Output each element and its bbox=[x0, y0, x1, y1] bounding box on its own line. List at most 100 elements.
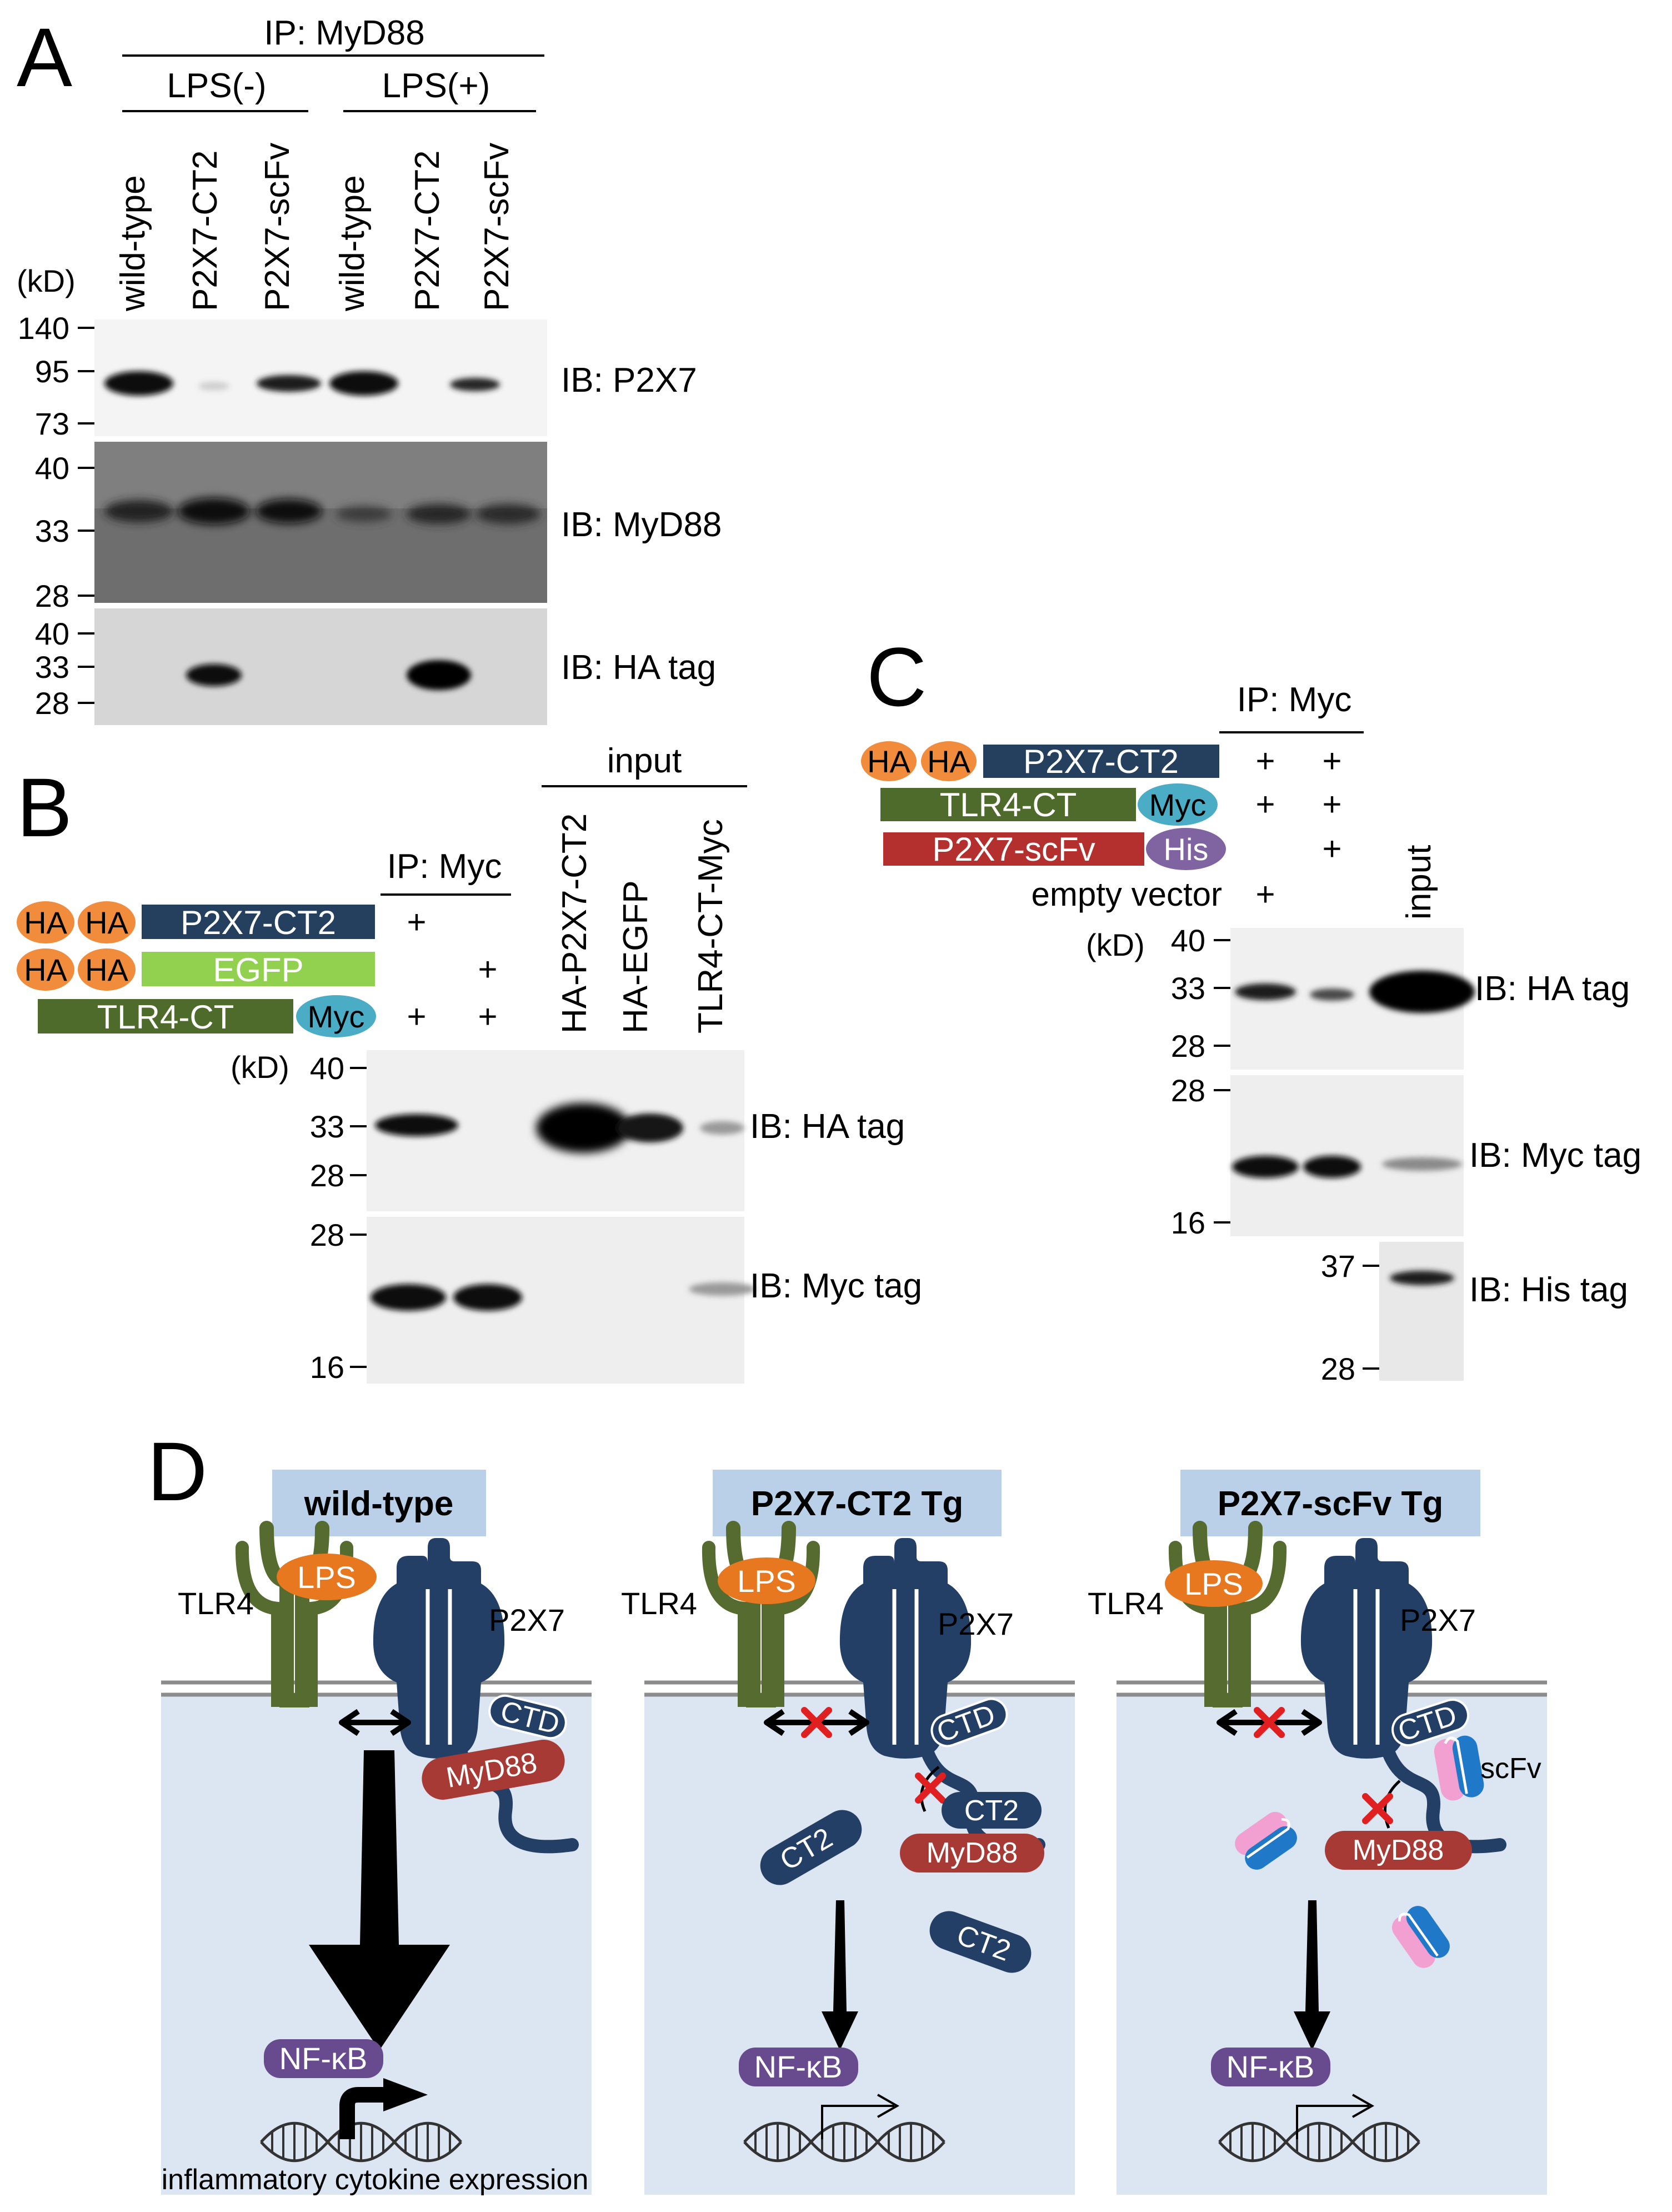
tlr4-receptor bbox=[709, 1528, 813, 1700]
ct2-fragment bbox=[942, 1792, 1042, 1829]
b-construct-label: EGFP bbox=[213, 951, 303, 988]
transcription-arrowhead-thin bbox=[877, 2094, 900, 2118]
ha-tag bbox=[17, 948, 74, 991]
ct2-fragment bbox=[929, 1911, 1032, 1973]
a-lane-label: wild-type bbox=[333, 175, 372, 312]
a-marker: 40 bbox=[35, 451, 69, 486]
nfkb-protein bbox=[739, 2048, 858, 2086]
c-kd: (kD) bbox=[1086, 927, 1145, 962]
c-blot-his bbox=[1379, 1242, 1464, 1381]
b-construct-label: TLR4-CT bbox=[97, 998, 234, 1036]
myd88-protein bbox=[1325, 1831, 1472, 1870]
b-plus: + bbox=[478, 951, 497, 988]
c-empty-vector: empty vector bbox=[1032, 876, 1222, 913]
nfkb-label: NF-κB bbox=[1227, 2049, 1315, 2084]
nfkb-label: NF-κB bbox=[279, 2041, 368, 2076]
band bbox=[371, 1284, 446, 1311]
band bbox=[453, 1284, 522, 1311]
c-input-label: input bbox=[1400, 845, 1438, 920]
myc-tag-label: Myc bbox=[308, 999, 365, 1034]
b-plus: + bbox=[478, 998, 497, 1035]
a-lane-label: wild-type bbox=[114, 175, 152, 312]
b-marker: 28 bbox=[310, 1217, 344, 1252]
band bbox=[407, 660, 471, 690]
band bbox=[617, 1114, 683, 1142]
nfkb-protein bbox=[264, 2039, 383, 2078]
a-blot-ha bbox=[94, 608, 547, 725]
c-construct-label: TLR4-CT bbox=[940, 786, 1077, 823]
b-input-label: input bbox=[607, 742, 682, 780]
panel-b: input IP: Myc HA-P2X7-CT2 HA-EGFP TLR4-C… bbox=[17, 742, 922, 1385]
b-construct-tlr4ct bbox=[38, 999, 293, 1033]
myd88-protein bbox=[422, 1740, 565, 1800]
b-lane-label: HA-P2X7-CT2 bbox=[555, 813, 594, 1033]
b-lane-label: HA-EGFP bbox=[617, 880, 655, 1033]
ha-tag-label: HA bbox=[85, 905, 128, 940]
band bbox=[104, 371, 173, 396]
d-title: P2X7-scFv Tg bbox=[1218, 1485, 1444, 1523]
b-plus: + bbox=[407, 998, 426, 1035]
panel-d: wild-type P2X7-CT2 Tg P2X7-scFv Tg TLR4 … bbox=[161, 1470, 1547, 2196]
b-ib-label: IB: Myc tag bbox=[750, 1267, 922, 1305]
a-marker: 33 bbox=[35, 513, 69, 548]
b-construct-label: P2X7-CT2 bbox=[181, 904, 336, 941]
c-ib-label: IB: His tag bbox=[1469, 1271, 1628, 1309]
d-title: P2X7-CT2 Tg bbox=[751, 1485, 963, 1523]
ha-tag-label: HA bbox=[85, 952, 128, 987]
band bbox=[198, 382, 229, 391]
d-tlr4-label: TLR4 bbox=[621, 1586, 697, 1621]
band bbox=[450, 378, 500, 391]
transcription-arrow-large bbox=[339, 2087, 389, 2139]
a-lps-pos: LPS(+) bbox=[382, 67, 490, 105]
ct2-label: CT2 bbox=[964, 1795, 1019, 1827]
signal-arrow-large bbox=[309, 1750, 450, 2050]
transcription-arrowhead bbox=[383, 2078, 428, 2111]
d-tlr4-label: TLR4 bbox=[178, 1586, 254, 1621]
ct2-fragment bbox=[760, 1810, 862, 1885]
c-marker: 28 bbox=[1321, 1351, 1355, 1386]
myc-tag bbox=[1138, 783, 1218, 826]
c-marker: 40 bbox=[1171, 923, 1205, 958]
band bbox=[1382, 1157, 1462, 1171]
lps-label: LPS bbox=[737, 1564, 796, 1599]
a-ip-label: IP: MyD88 bbox=[264, 14, 424, 52]
c-construct-scfv bbox=[883, 832, 1144, 866]
band bbox=[407, 504, 471, 524]
band bbox=[1369, 971, 1475, 1013]
b-marker: 28 bbox=[310, 1158, 344, 1193]
a-lane-label: P2X7-CT2 bbox=[186, 151, 224, 311]
b-lane-label: TLR4-CT-Myc bbox=[692, 819, 730, 1033]
lps-molecule bbox=[1165, 1560, 1263, 1607]
b-marker: 40 bbox=[310, 1051, 344, 1086]
d-p2x7-label: P2X7 bbox=[938, 1606, 1014, 1641]
a-markers bbox=[78, 327, 94, 704]
a-blot-myd88-haze bbox=[94, 442, 547, 508]
ctd-domain bbox=[488, 1694, 567, 1740]
a-ib-label: IB: HA tag bbox=[561, 648, 716, 687]
d-p2x7-label: P2X7 bbox=[489, 1602, 565, 1637]
ctd-domain bbox=[930, 1697, 1008, 1747]
myc-tag-label: Myc bbox=[1149, 787, 1207, 822]
band bbox=[700, 1121, 744, 1135]
transcription-arrow-thin bbox=[821, 2105, 894, 2139]
band bbox=[1310, 988, 1354, 1001]
c-marker: 28 bbox=[1171, 1028, 1205, 1063]
c-ib-label: IB: Myc tag bbox=[1469, 1136, 1641, 1175]
d-title-box bbox=[272, 1470, 486, 1536]
band bbox=[256, 499, 322, 523]
myd88-label: MyD88 bbox=[1353, 1834, 1444, 1866]
panel-label-d: D bbox=[147, 1425, 207, 1518]
nfkb-protein bbox=[1211, 2048, 1330, 2086]
nfkb-label: NF-κB bbox=[754, 2049, 843, 2084]
c-marker: 16 bbox=[1171, 1205, 1205, 1240]
d-title-box bbox=[713, 1470, 1002, 1536]
c-markers bbox=[1214, 939, 1379, 1370]
d-membranes bbox=[161, 1680, 1547, 1697]
band bbox=[257, 375, 321, 392]
ha-tag-label: HA bbox=[24, 952, 67, 987]
band bbox=[476, 504, 540, 524]
blocked-binding bbox=[920, 1766, 940, 1812]
c-blot-myc bbox=[1230, 1075, 1464, 1236]
b-markers bbox=[350, 1067, 367, 1368]
a-ib-label: IB: MyD88 bbox=[561, 506, 722, 544]
